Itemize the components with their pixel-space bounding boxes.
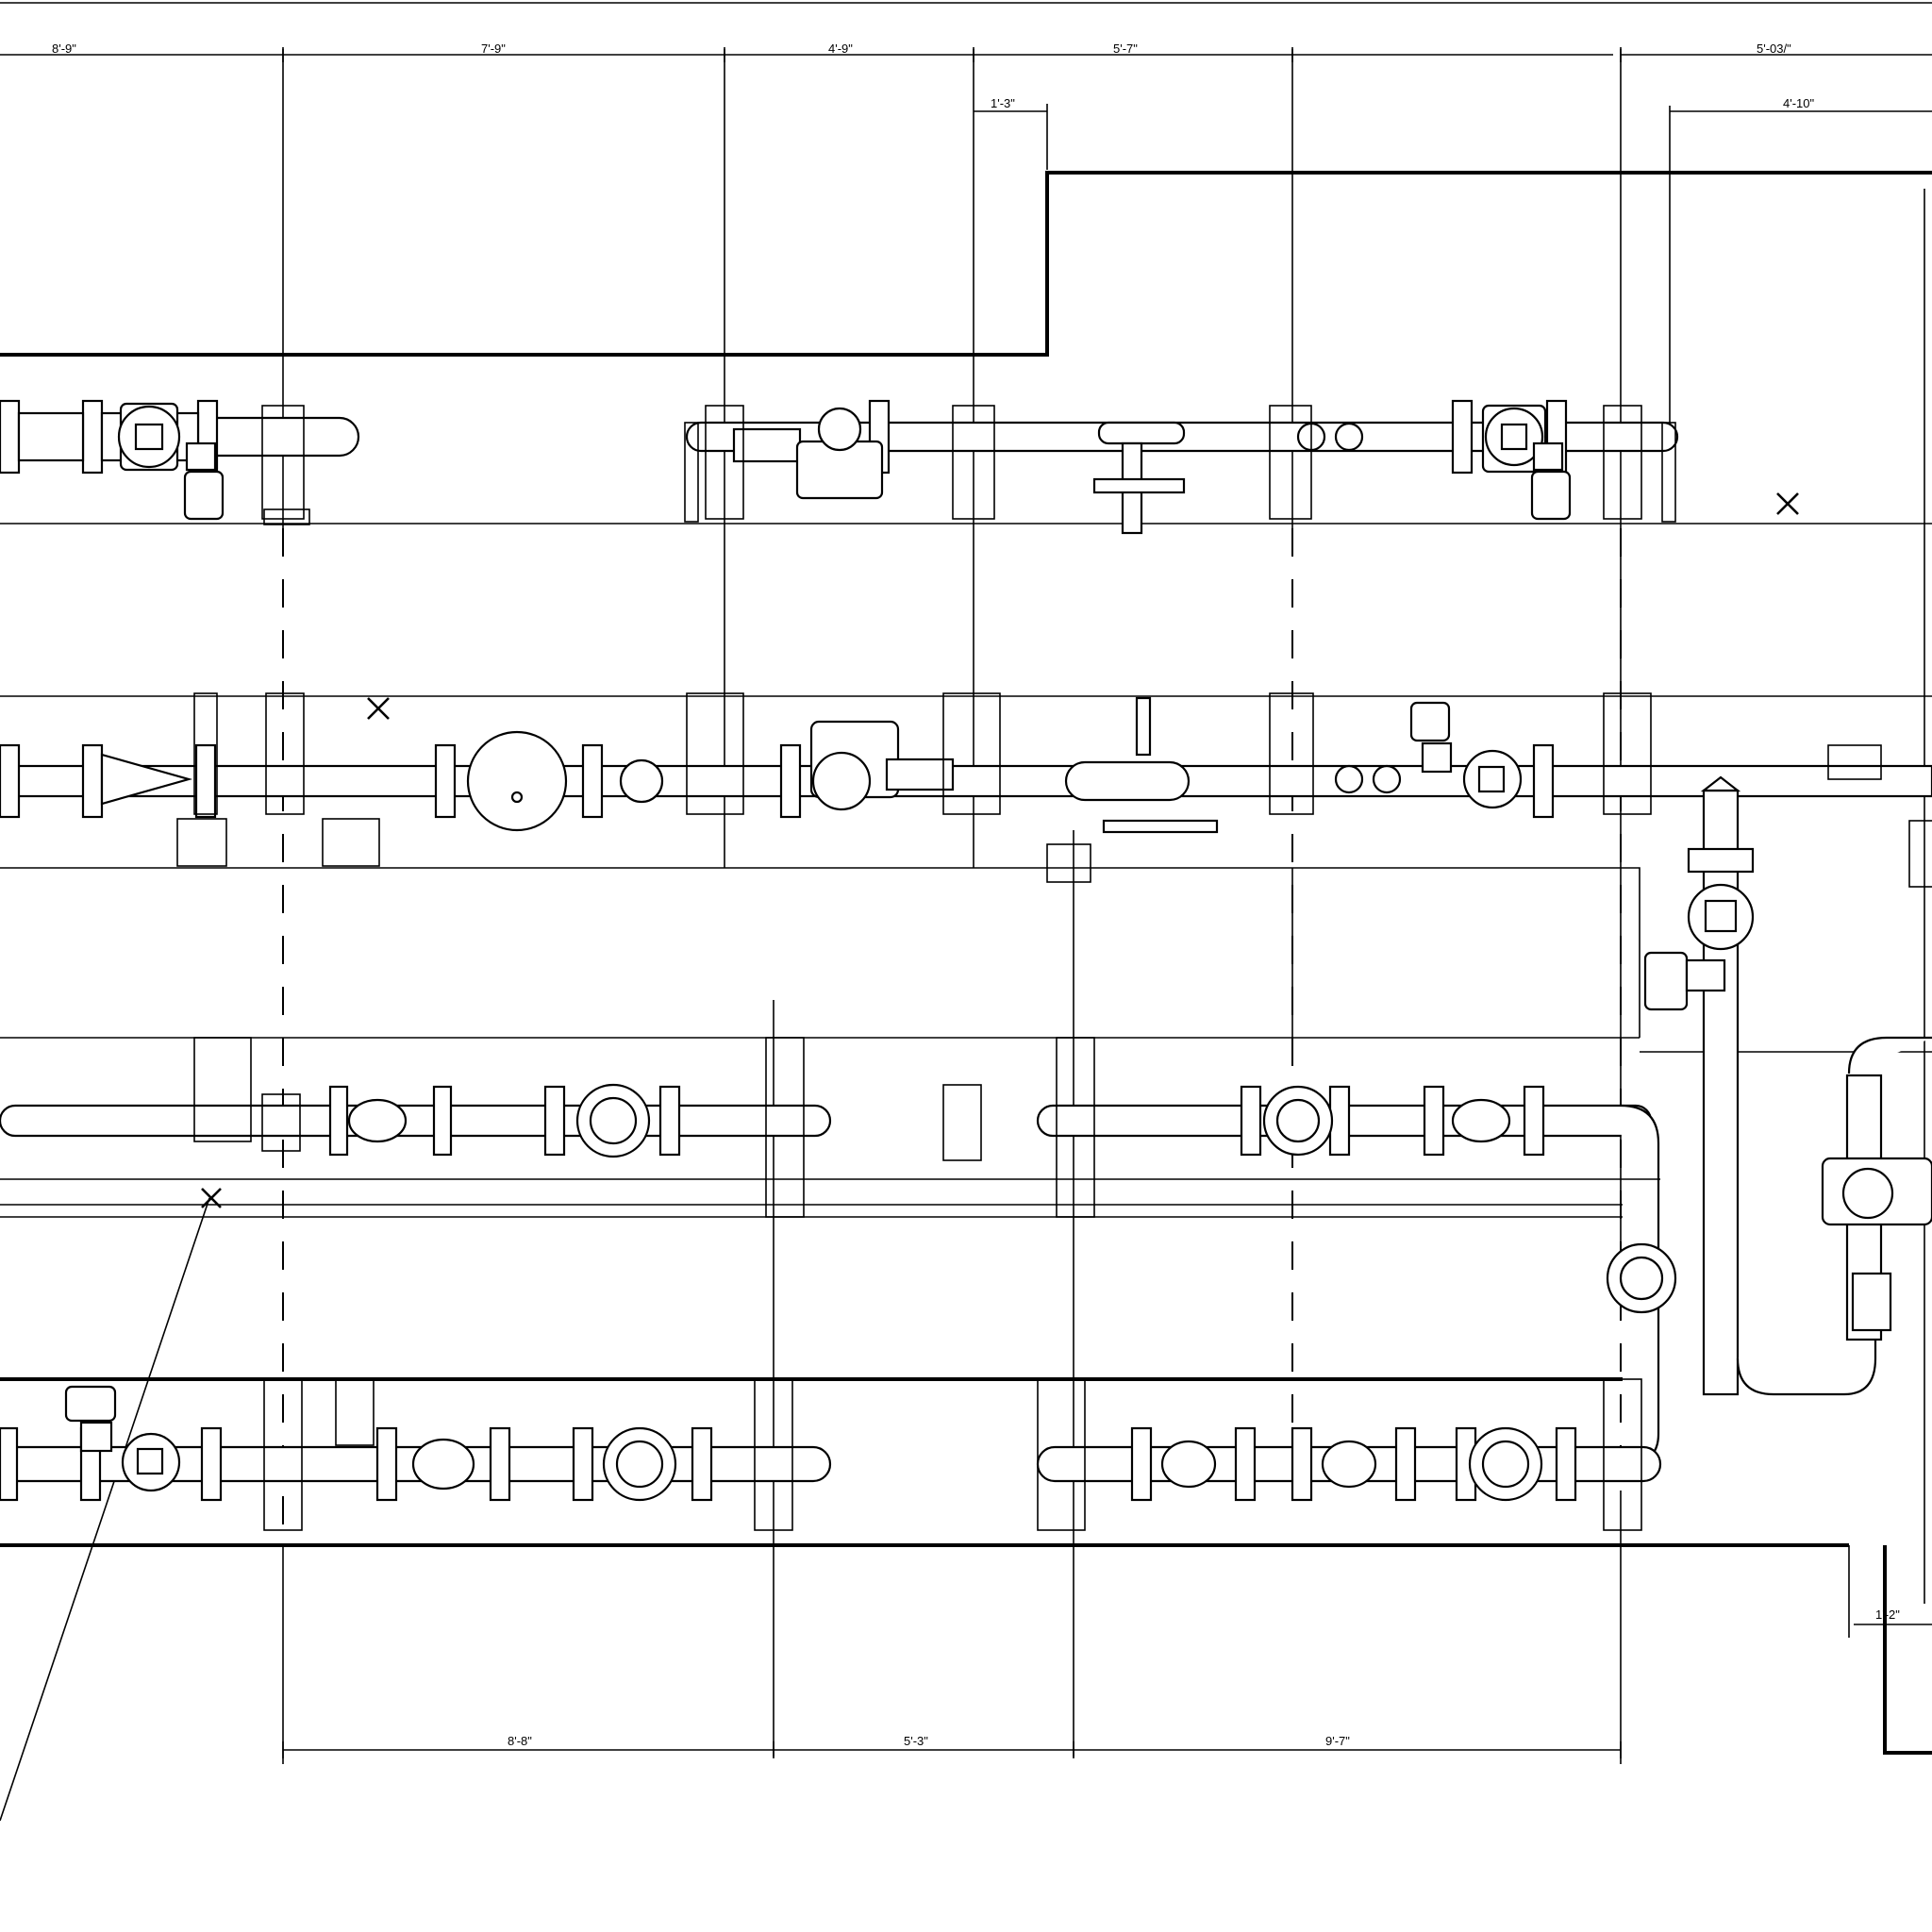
control-valve-icon	[117, 402, 225, 521]
dim-top-1: 8'-9"	[52, 42, 76, 56]
dim-top-5: 5'-03/"	[1757, 42, 1791, 56]
pipe-supports	[263, 1378, 1642, 1531]
gate-valve-icon	[602, 1426, 1543, 1502]
dim-top-4: 5'-7"	[1113, 42, 1138, 56]
gate-valve-icon	[1643, 883, 1755, 1011]
pipe-supports	[261, 405, 1676, 525]
dim-side-1: 1'-2"	[1875, 1607, 1900, 1622]
side-dimension: 1'-2"	[1854, 1607, 1932, 1625]
dim-bottom-2: 5'-3"	[904, 1734, 928, 1748]
pipe-run-1	[0, 399, 1679, 535]
grid-lines	[282, 49, 1671, 1764]
control-valve-icon	[1821, 1157, 1932, 1332]
riser-pipe	[1643, 775, 1932, 1396]
x-marker-icon	[201, 492, 1799, 1208]
pipe-supports	[176, 692, 1932, 888]
pipe-run-4	[0, 1378, 1662, 1531]
gate-valve-icon	[575, 1083, 1677, 1314]
regulator-icon	[1064, 696, 1219, 834]
dim-top-3: 4'-9"	[828, 42, 853, 56]
gate-valve-icon	[1481, 404, 1572, 521]
bottom-dimension-string: 8'-8" 5'-3" 9'-7"	[282, 1734, 1622, 1758]
dim-bottom-3: 9'-7"	[1325, 1734, 1350, 1748]
pipe-run-2	[0, 692, 1932, 888]
leader-line	[0, 1197, 210, 1822]
dim-top-2: 7'-9"	[481, 42, 506, 56]
regulator-icon	[732, 407, 1186, 535]
dim-sub-2: 4'-10"	[1783, 96, 1815, 110]
pipe-run-3	[0, 1037, 1677, 1464]
control-valve-icon	[809, 701, 1523, 811]
dim-bottom-1: 8'-8"	[508, 1734, 532, 1748]
dim-sub-1: 1'-3"	[991, 96, 1015, 110]
reducer-icon	[100, 753, 193, 806]
flange-icon	[0, 743, 1555, 819]
top-dimension-string: 8'-9" 7'-9" 4'-9" 5'-7" 5'-03/" 1'-3" 4'…	[0, 42, 1932, 170]
control-valve-icon	[64, 1385, 181, 1492]
building-outlines	[0, 171, 1932, 1755]
flange-icon	[328, 1085, 1545, 1157]
flange-icon	[0, 1426, 1577, 1502]
pipe-supports	[193, 1037, 1095, 1218]
